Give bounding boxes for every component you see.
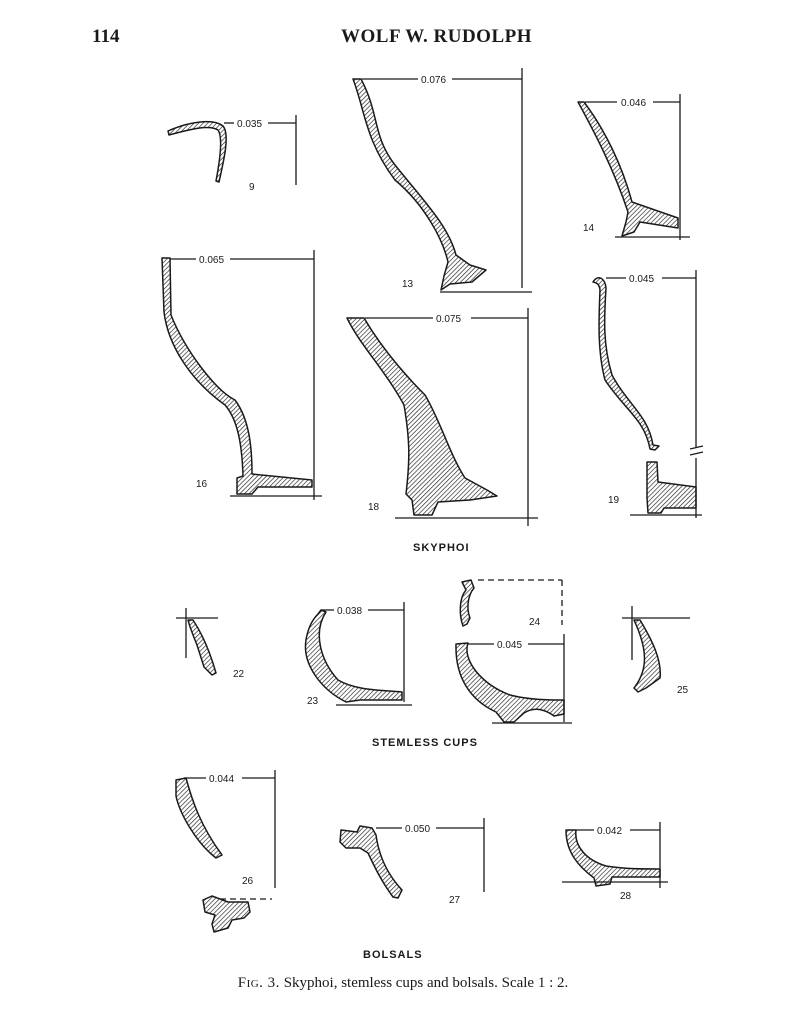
- profile-16: 0.065 16: [161, 250, 322, 500]
- diameter-label: 0.045: [497, 640, 522, 651]
- profile-number: 27: [449, 895, 461, 906]
- profile-19: 0.045 19: [592, 270, 704, 518]
- profile-number: 24: [529, 617, 541, 628]
- profile-13: 0.076 13: [352, 68, 532, 293]
- profile-number: 18: [368, 502, 380, 513]
- profile-18: 0.075 18: [346, 308, 538, 526]
- profile-number: 28: [620, 891, 632, 902]
- profile-number: 26: [242, 876, 254, 887]
- diameter-label: 0.046: [621, 98, 646, 109]
- section-heading-bolsals: BOLSALS: [363, 949, 423, 961]
- section-heading-stemless-cups: STEMLESS CUPS: [372, 737, 478, 749]
- profile-9: 0.035 9: [167, 115, 297, 193]
- profile-22: 22: [176, 608, 245, 680]
- profile-14: 0.046 14: [577, 94, 690, 240]
- diameter-label: 0.076: [421, 75, 446, 86]
- diameter-label: 0.035: [237, 119, 262, 130]
- profile-number: 23: [307, 696, 319, 707]
- profile-number: 13: [402, 279, 414, 290]
- profile-number: 22: [233, 669, 245, 680]
- diameter-label: 0.038: [337, 606, 362, 617]
- diameter-label: 0.042: [597, 826, 622, 837]
- profile-27: 0.050 27: [339, 818, 485, 906]
- figure-label: Fig. 3.: [237, 975, 280, 991]
- profile-24: 24 0.045: [455, 579, 572, 724]
- page-number: 114: [92, 26, 120, 47]
- figure-caption-text: Skyphoi, stemless cups and bolsals. Scal…: [283, 975, 569, 991]
- profile-23: 0.038 23: [304, 602, 412, 707]
- profile-25: 25: [622, 606, 690, 696]
- diameter-label: 0.065: [199, 255, 224, 266]
- profile-number: 14: [583, 223, 595, 234]
- profile-number: 25: [677, 685, 689, 696]
- running-title: WOLF W. RUDOLPH: [341, 26, 533, 47]
- section-heading-skyphoi: SKYPHOI: [413, 542, 470, 554]
- profile-number: 16: [196, 479, 208, 490]
- diameter-label: 0.050: [405, 824, 430, 835]
- diameter-label: 0.075: [436, 314, 461, 325]
- profile-28: 0.042 28: [562, 822, 668, 902]
- diameter-label: 0.045: [629, 274, 654, 285]
- figure-caption: Fig. 3. Skyphoi, stemless cups and bolsa…: [0, 975, 806, 992]
- profile-number: 9: [249, 182, 255, 193]
- profile-number: 19: [608, 495, 620, 506]
- profile-26: 0.044 26: [175, 770, 276, 933]
- diameter-label: 0.044: [209, 774, 234, 785]
